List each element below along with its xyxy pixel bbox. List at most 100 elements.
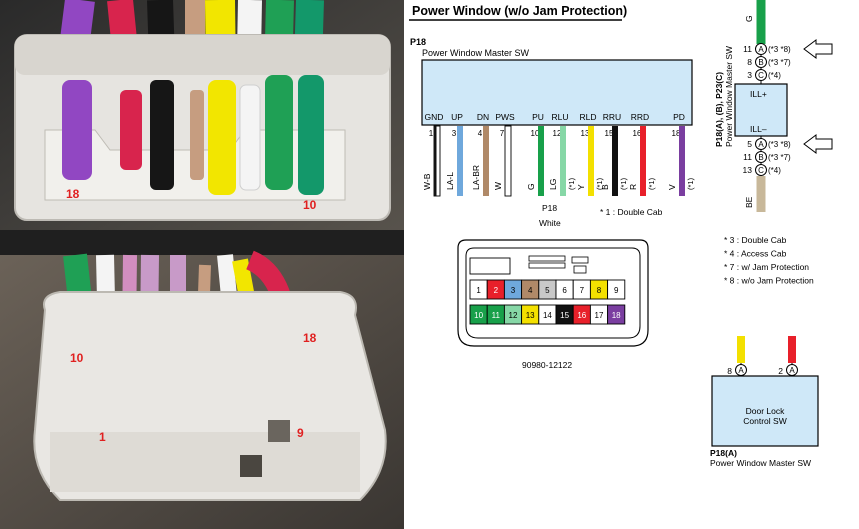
face-pin-label-13: 13	[526, 311, 535, 320]
terminal-pin-7: 7	[500, 129, 505, 138]
terminal-label-PWS: PWS	[495, 112, 515, 122]
ill-pin-letter-C: C	[758, 71, 764, 80]
svg-text:LA-L: LA-L	[445, 172, 455, 190]
wire-code-B: B	[600, 184, 610, 190]
wire-V	[679, 126, 685, 196]
wire-LG	[560, 126, 566, 196]
ill-pin-note-3C: (*4)	[768, 71, 781, 80]
face-pin-18	[607, 304, 626, 325]
footnote-double-cab: * 1 : Double Cab	[600, 207, 663, 217]
svg-text:LA-BR: LA-BR	[471, 165, 481, 190]
face-pin-label-8: 8	[597, 286, 602, 295]
svg-text:G: G	[526, 183, 536, 190]
svg-text:(*1): (*1)	[567, 177, 576, 190]
wiring-diagram: Power Window (w/o Jam Protection) P18 Po…	[409, 0, 833, 468]
terminal-label-RRD: RRD	[631, 112, 649, 122]
face-pin-label-5: 5	[545, 286, 550, 295]
svg-text:W: W	[493, 182, 503, 190]
wire-W-B	[433, 125, 441, 197]
terminal-label-UP: UP	[451, 112, 463, 122]
face-pin-label-18: 18	[612, 311, 621, 320]
ill-wire-be-label: BE	[744, 196, 754, 208]
ill-notes: * 3 : Double Cab* 4 : Access Cab* 7 : w/…	[724, 235, 814, 286]
ill-pin-letter-A: A	[758, 45, 764, 54]
ill-note-1: * 4 : Access Cab	[724, 249, 787, 259]
wire-code-R: R	[628, 184, 638, 190]
face-pin-label-14: 14	[543, 311, 552, 320]
ill-note-2: * 7 : w/ Jam Protection	[724, 262, 809, 272]
ill-pin-circle-B	[755, 56, 767, 68]
photo-label-10-top: 10	[303, 198, 317, 212]
svg-text:R: R	[628, 184, 638, 190]
terminal-pin-18: 18	[672, 129, 681, 138]
face-pin-label-2: 2	[494, 286, 499, 295]
wire-note-LG: (*1)	[567, 177, 576, 190]
ill-pin-note-11B: (*3 *7)	[768, 153, 791, 162]
ill-pin-circle-A	[755, 43, 767, 55]
face-pin-label-11: 11	[492, 311, 501, 320]
wire-W	[504, 125, 512, 197]
face-pin-label-15: 15	[560, 311, 569, 320]
wire-Y	[588, 126, 594, 196]
svg-text:(*1): (*1)	[595, 177, 604, 190]
face-color-name: White	[539, 218, 561, 228]
ill-vertical-label-1: P18(A), (B), P23(C)	[714, 72, 724, 147]
ill-plus: ILL+	[750, 89, 767, 99]
face-pin-label-12: 12	[509, 311, 518, 320]
ill-note-3: * 8 : w/o Jam Protection	[724, 276, 814, 286]
top-photo: 18 10	[0, 0, 404, 255]
ill-arrow-icon	[803, 39, 833, 59]
door-pin-num-2: 2	[778, 366, 783, 376]
ill-pin-letter-C: C	[758, 166, 764, 175]
ill-pin-letter-A: A	[758, 140, 764, 149]
door-pin-num-8: 8	[727, 366, 732, 376]
ill-pin-num-11B: 11	[743, 152, 752, 162]
svg-text:V: V	[667, 184, 677, 190]
wire-note-V: (*1)	[686, 177, 695, 190]
face-code: P18	[542, 203, 557, 213]
face-pin-label-3: 3	[511, 286, 516, 295]
wire-B	[612, 126, 618, 196]
ill-arrow-icon	[803, 134, 833, 154]
connector-photos: 18 10 10 18 1 9	[0, 0, 404, 529]
face-pin-label-6: 6	[562, 286, 567, 295]
terminal-label-GND: GND	[425, 112, 444, 122]
face-pin-label-9: 9	[614, 286, 619, 295]
door-pin-letter-8: A	[738, 366, 744, 375]
ill-pin-letter-B: B	[758, 153, 763, 162]
ill-wire-g-label: G	[744, 15, 754, 22]
main-connector-box	[421, 59, 693, 126]
wire-LA-BR	[483, 126, 489, 196]
terminal-label-RLD: RLD	[579, 112, 596, 122]
wire-code-V: V	[667, 184, 677, 190]
terminal-pin-13: 13	[581, 129, 590, 138]
terminal-label-PU: PU	[532, 112, 544, 122]
wire-code-Y: Y	[576, 184, 586, 190]
face-pin-label-7: 7	[580, 286, 585, 295]
diagram-title: Power Window (w/o Jam Protection)	[412, 4, 627, 18]
ill-pin-letter-B: B	[758, 58, 763, 67]
ill-pin-num-8B: 8	[747, 57, 752, 67]
ill-pin-note-8B: (*3 *7)	[768, 58, 791, 67]
ill-pin-circle-C	[755, 69, 767, 81]
terminal-label-DN: DN	[477, 112, 489, 122]
terminal-pin-10: 10	[531, 129, 540, 138]
wire-code-LA-BR: LA-BR	[471, 165, 481, 190]
door-lock-code: P18(A)	[710, 448, 737, 458]
terminal-pin-16: 16	[633, 129, 642, 138]
ill-vertical-label-2: Power Window Master SW	[724, 46, 734, 147]
svg-text:W-B: W-B	[422, 173, 432, 190]
face-pin-9	[607, 279, 626, 300]
bottom-photo: 10 18 1 9	[0, 250, 404, 529]
wire-code-G: G	[526, 183, 536, 190]
svg-text:(*1): (*1)	[619, 177, 628, 190]
wire-note-Y: (*1)	[595, 177, 604, 190]
photo-label-18-bottom: 18	[303, 331, 317, 345]
part-number: 90980-12122	[522, 360, 572, 370]
terminal-pin-1: 1	[429, 129, 434, 138]
terminal-pin-12: 12	[553, 129, 562, 138]
ill-pin-note-11A: (*3 *8)	[768, 45, 791, 54]
svg-text:LG: LG	[548, 179, 558, 190]
